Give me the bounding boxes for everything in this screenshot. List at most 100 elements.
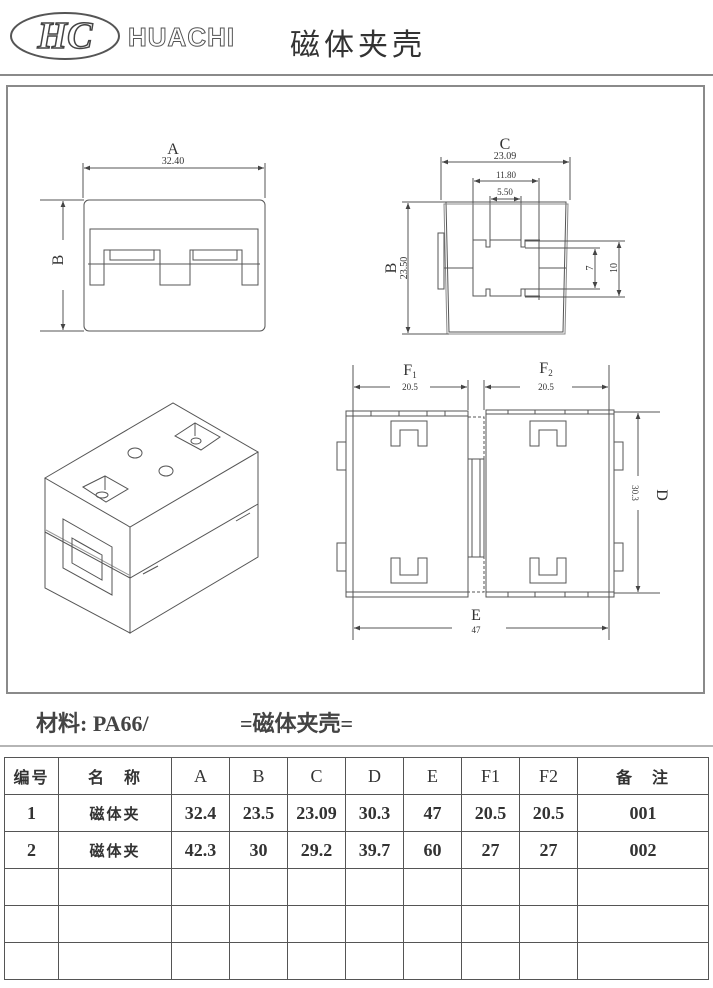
cell-remarks: 001 [577,794,709,832]
cell-c [287,905,346,943]
cell-f2 [519,905,578,943]
cell-a [171,905,230,943]
value-a: 32.40 [162,156,185,167]
value-c: 23.09 [494,151,517,162]
cell-f1 [461,942,520,980]
cell-id [4,942,59,980]
logo-ellipse [10,12,120,60]
header-c: C [287,757,346,795]
cell-a: 32.4 [171,794,230,832]
header: HC HUACHI 磁体夹壳 [0,0,713,76]
header-e: E [403,757,462,795]
cell-f1: 20.5 [461,794,520,832]
cell-c: 29.2 [287,831,346,869]
cell-e: 47 [403,794,462,832]
cell-b: 30 [229,831,288,869]
cell-d [345,905,404,943]
table-header-row: 编号 名 称 A B C D E F1 F2 备 注 [4,757,709,795]
header-id: 编号 [4,757,59,795]
header-a: A [171,757,230,795]
brand-name: HUACHI [127,22,236,53]
cell-id [4,905,59,943]
isometric-view [44,402,259,634]
value-slot-width: 5.50 [497,187,513,197]
cell-name: 磁体夹 [58,831,172,869]
cell-f2: 20.5 [519,794,578,832]
value-f2: 20.5 [538,382,554,392]
logo-monogram: HC [37,15,94,57]
cell-b [229,905,288,943]
cell-e [403,868,462,906]
cell-f2 [519,942,578,980]
header-remarks: 备 注 [577,757,709,795]
cell-name [58,942,172,980]
cell-a: 42.3 [171,831,230,869]
material-title: =磁体夹壳= [240,711,354,736]
label-f2-sub: 2 [548,368,553,378]
value-b-side: 23.50 [399,257,410,280]
side-view [402,157,625,335]
label-a: A [167,141,179,158]
cell-d [345,868,404,906]
cell-name [58,905,172,943]
side-body [445,201,567,333]
svg-text:F1: F1 [403,362,416,380]
drawing-labels: A 32.40 B C 23.09 11.80 5.50 B 23.50 7 1… [50,136,670,635]
cell-b [229,942,288,980]
right-half [485,409,615,598]
technical-drawing: A 32.40 B C 23.09 11.80 5.50 B 23.50 7 1… [40,136,670,640]
cell-b [229,868,288,906]
cell-id [4,868,59,906]
cell-id: 2 [4,831,59,869]
cell-f2 [519,868,578,906]
cell-name [58,868,172,906]
table-row [4,942,709,980]
cell-c [287,868,346,906]
cell-a [171,942,230,980]
cell-c: 23.09 [287,794,346,832]
cell-d [345,942,404,980]
left-half [345,410,469,598]
label-f1: F [403,362,412,379]
drawing-frame [6,85,705,694]
cell-e [403,942,462,980]
value-inner-7: 7 [585,266,596,271]
cell-e [403,905,462,943]
cell-id: 1 [4,794,59,832]
hc-logo: HC [10,12,120,60]
label-c: C [500,136,511,153]
header-b: B [229,757,288,795]
label-f2: F [539,360,548,377]
cell-f2: 27 [519,831,578,869]
value-inner-10: 10 [609,263,620,273]
front-view [40,163,266,332]
cell-remarks [577,905,709,943]
label-b-side: B [383,263,400,274]
cell-f1 [461,868,520,906]
cell-e: 60 [403,831,462,869]
cell-d: 30.3 [345,794,404,832]
document-title: 磁体夹壳 [290,28,426,63]
front-body [83,199,266,332]
header-f1: F1 [461,757,520,795]
open-view [336,365,660,640]
header-f2: F2 [519,757,578,795]
cell-remarks [577,942,709,980]
cell-remarks: 002 [577,831,709,869]
header-divider [0,74,713,76]
value-d: 30.3 [630,485,640,501]
table-row [4,905,709,943]
value-e: 47 [472,625,482,635]
cell-b: 23.5 [229,794,288,832]
material-spec: 材料: PA66/ [36,711,149,736]
value-inner-width: 11.80 [496,170,516,180]
value-f1: 20.5 [402,382,418,392]
cell-name: 磁体夹 [58,794,172,832]
header-name: 名 称 [58,757,172,795]
cell-c [287,942,346,980]
label-e: E [471,607,481,624]
section-divider [0,745,713,747]
